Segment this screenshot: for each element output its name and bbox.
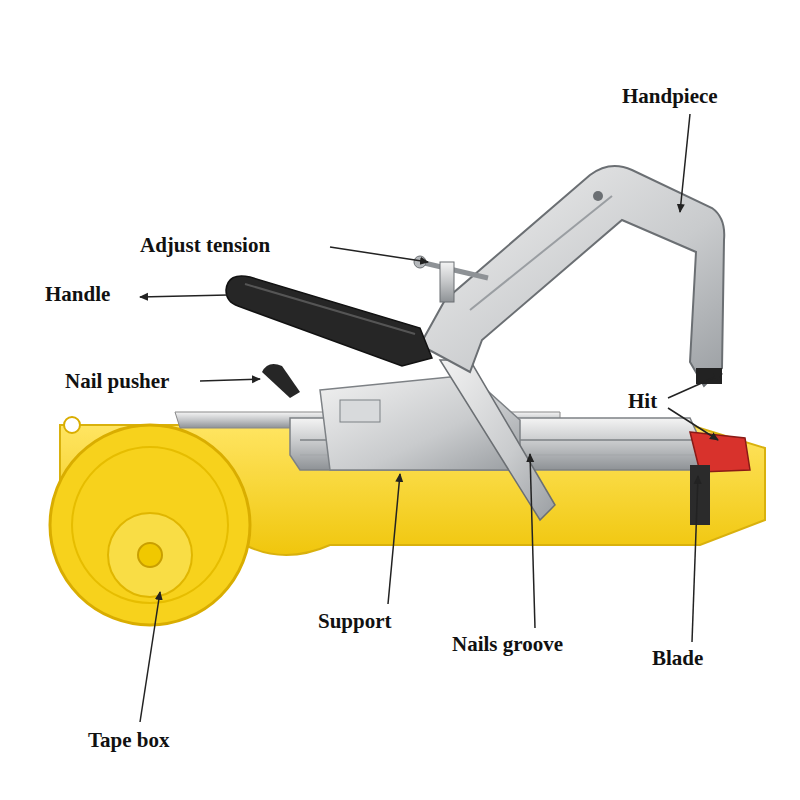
part-label: Handle — [45, 282, 110, 307]
part-label: Support — [318, 609, 392, 634]
part-label: Blade — [652, 646, 703, 671]
part-label: Handpiece — [622, 84, 718, 109]
part-label: Nail pusher — [65, 369, 169, 394]
part-label: Hit — [628, 389, 657, 414]
leader-lines — [140, 114, 722, 722]
part-label: Nails groove — [452, 632, 563, 657]
part-label: Tape box — [88, 728, 170, 753]
part-label: Adjust tension — [140, 233, 270, 258]
